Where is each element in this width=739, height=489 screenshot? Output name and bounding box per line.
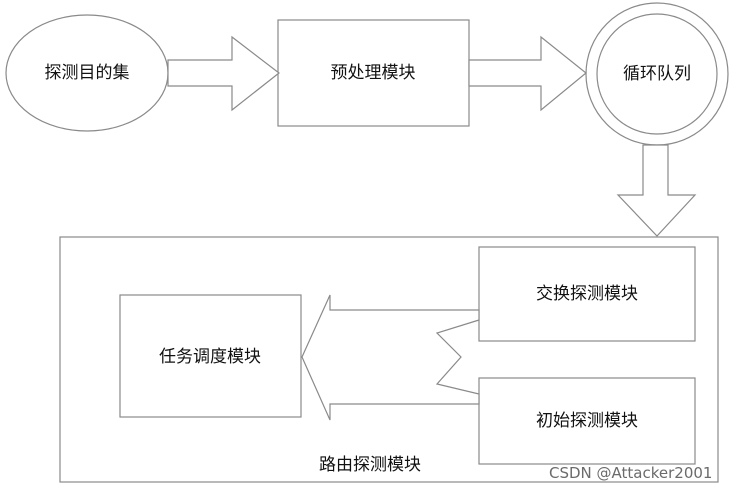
probe-target-set-label: 探测目的集 bbox=[44, 63, 130, 83]
task-scheduler-module-label: 任务调度模块 bbox=[159, 347, 261, 367]
arrow-queue-down bbox=[616, 144, 697, 237]
exchange-probe-module-box bbox=[478, 246, 696, 342]
task-scheduler-module-box bbox=[119, 294, 302, 418]
arrow-preprocess-to-queue bbox=[468, 35, 587, 112]
exchange-probe-module-label: 交换探测模块 bbox=[536, 284, 638, 304]
arrow-target-to-preprocess bbox=[167, 35, 280, 112]
preprocess-module-box bbox=[277, 19, 470, 127]
circular-queue-inner-ring bbox=[596, 13, 718, 135]
router-probe-module-label: 路由探测模块 bbox=[319, 455, 421, 475]
arrow-merge-to-scheduler bbox=[301, 294, 480, 421]
watermark: CSDN @Attacker2001 bbox=[549, 464, 713, 482]
initial-probe-module-box bbox=[478, 377, 696, 465]
preprocess-module-label: 预处理模块 bbox=[330, 63, 416, 83]
router-probe-module-container bbox=[59, 236, 719, 483]
initial-probe-module-label: 初始探测模块 bbox=[536, 411, 638, 431]
circular-queue-label: 循环队列 bbox=[623, 64, 691, 84]
